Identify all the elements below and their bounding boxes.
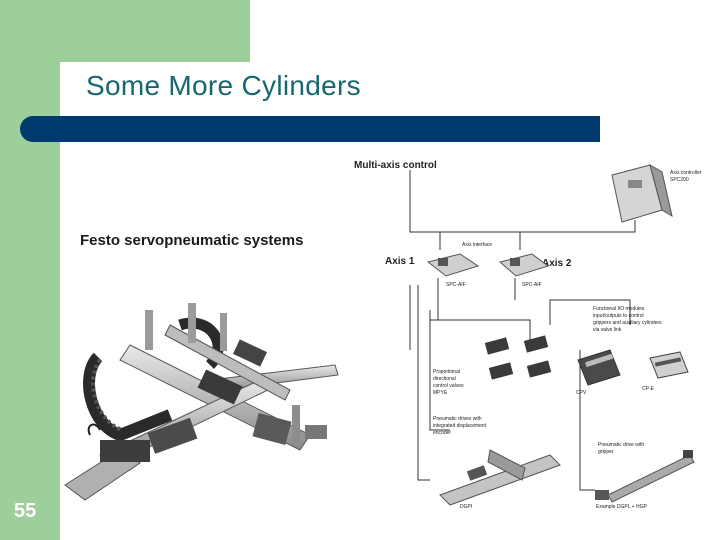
pneumatic-gripper-line1: Pneumatic drive with bbox=[598, 442, 644, 448]
cpv-valve-terminal bbox=[577, 349, 621, 386]
axis-controller-label: Axis controller bbox=[670, 170, 702, 176]
cpv-label: CPV bbox=[576, 390, 587, 396]
slide-number: 55 bbox=[14, 500, 37, 522]
title-panel bbox=[60, 62, 720, 122]
axis1-interface-module bbox=[426, 253, 480, 277]
proportional-line2: directional bbox=[433, 376, 456, 382]
photo-caption: Festo servopneumatic systems bbox=[80, 232, 304, 249]
title-underline-bar bbox=[20, 116, 600, 142]
dgpi-label: DGPI bbox=[460, 504, 472, 510]
gantry-system-photo bbox=[64, 303, 339, 501]
pneumatic-drives-line1: Pneumatic drives with bbox=[433, 416, 482, 422]
axis2-interface-module bbox=[498, 253, 550, 277]
cylinder-with-gripper bbox=[595, 450, 695, 503]
axis-controller-device bbox=[611, 163, 673, 223]
proportional-line4: MPYE bbox=[433, 390, 448, 396]
functional-io-line4: via valve link bbox=[593, 327, 622, 333]
green-sidebar bbox=[0, 0, 60, 540]
cpe-label: CP-E bbox=[642, 386, 655, 392]
spc-aif-left-label: SPC-AIF bbox=[446, 282, 466, 288]
pneumatic-drives-line2: integrated displacement bbox=[433, 423, 487, 429]
multi-axis-control-diagram: Multi-axis control Axis controller SPC20… bbox=[354, 160, 702, 510]
pneumatic-gripper-line2: gripper bbox=[598, 449, 614, 455]
proportional-line1: Proportional bbox=[433, 369, 460, 375]
pneumatic-drives-line3: encoder bbox=[433, 430, 451, 436]
functional-io-line2: input/outputs to control bbox=[593, 313, 644, 319]
slide-title: Some More Cylinders bbox=[86, 70, 361, 101]
example-label: Example DGPL + HGP bbox=[596, 504, 647, 510]
cpe-valve-terminal bbox=[649, 351, 689, 379]
spc-aif-right-label: SPC-AIF bbox=[522, 282, 542, 288]
functional-io-line1: Functional I/O modules bbox=[593, 306, 645, 312]
axis-interface-label: Axis interface bbox=[462, 242, 492, 248]
axis-controller-model: SPC200 bbox=[670, 177, 689, 183]
axis2-label: Axis 2 bbox=[542, 258, 572, 269]
proportional-valves bbox=[484, 335, 552, 380]
proportional-line3: control valves bbox=[433, 383, 464, 389]
dgpi-linear-axis bbox=[439, 449, 561, 506]
axis1-label: Axis 1 bbox=[385, 256, 415, 267]
green-header-block bbox=[0, 0, 250, 62]
functional-io-line3: grippers and auxiliary cylinders bbox=[593, 320, 662, 326]
multi-axis-control-label: Multi-axis control bbox=[354, 160, 437, 171]
